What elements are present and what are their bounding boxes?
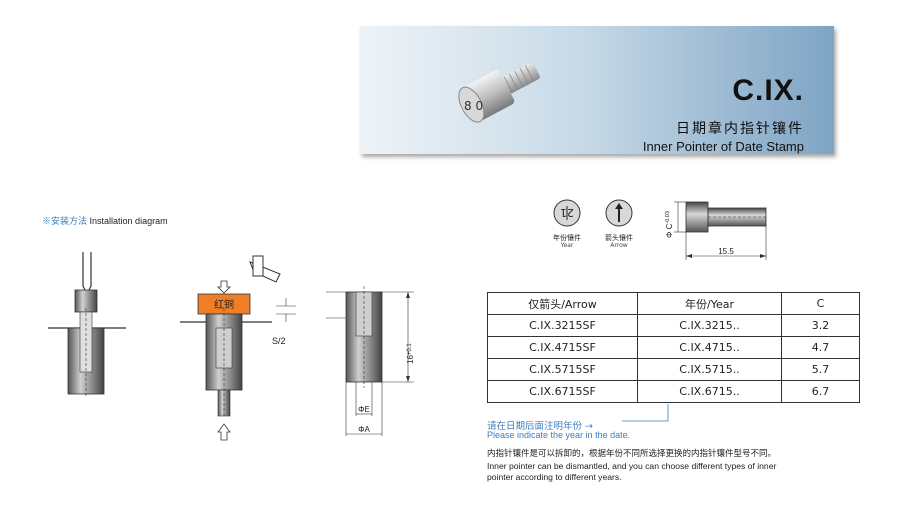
s2-label: S/2 (272, 336, 286, 346)
installation-label-en: Installation diagram (89, 216, 168, 226)
product-code: C.IX. (732, 74, 804, 107)
year-insert-label: 年份镶件 (553, 234, 581, 242)
cell-arrow-code: C.IX.5715SF (487, 358, 638, 381)
cell-year-code: C.IX.4715.. (637, 336, 782, 359)
installation-diagram: 红铜 S/2 16+0.1 ΦE ΦA (48, 252, 415, 441)
install-step-1 (48, 252, 126, 398)
cell-c-value: 4.7 (781, 336, 860, 359)
description-en-line-1: Inner pointer can be dismantled, and you… (487, 461, 777, 471)
year-insert-icon: 21 (553, 199, 581, 227)
header-banner: 8 0 C.IX. 日期章内指针镶件 Inner Pointer of Date… (360, 26, 834, 154)
spec-table: 仅箭头/Arrow 年份/Year C C.IX.3215SF C.IX.321… (487, 292, 860, 403)
cell-arrow-code: C.IX.6715SF (487, 380, 638, 403)
header-c: C (781, 292, 860, 315)
table-row: C.IX.3215SF C.IX.3215.. 3.2 (487, 314, 860, 337)
note-connector (622, 404, 669, 422)
cell-arrow-code: C.IX.4715SF (487, 336, 638, 359)
cell-year-code: C.IX.6715.. (637, 380, 782, 403)
table-row: C.IX.6715SF C.IX.6715.. 6.7 (487, 380, 860, 403)
installation-label: ※安装方法 Installation diagram (42, 214, 168, 227)
install-step-3: 16+0.1 ΦE ΦA (326, 286, 415, 436)
cell-arrow-code: C.IX.3215SF (487, 314, 638, 337)
year-note-en: Please indicate the year in the date. (487, 430, 631, 440)
table-header-row: 仅箭头/Arrow 年份/Year C (487, 292, 860, 315)
cell-c-value: 6.7 (781, 380, 860, 403)
product-title-en: Inner Pointer of Date Stamp (642, 139, 804, 154)
year-note-cn: 请在日期后面注明年份 → (487, 421, 593, 432)
table-row: C.IX.4715SF C.IX.4715.. 4.7 (487, 336, 860, 359)
dia-a-label: ΦA (358, 425, 370, 434)
stamp-digits: 8 0 (464, 99, 483, 113)
installation-label-cn: ※安装方法 (42, 216, 88, 226)
year-insert-label-en: Year (560, 242, 574, 249)
header-year: 年份/Year (637, 292, 782, 315)
description-en-line-2: pointer according to different years. (487, 472, 622, 482)
cell-c-value: 5.7 (781, 358, 860, 381)
arrow-insert-icon (605, 199, 633, 227)
header-arrow: 仅箭头/Arrow (487, 292, 638, 315)
dia-c-label: Φ C-0.03 (665, 211, 674, 238)
cell-year-code: C.IX.3215.. (637, 314, 782, 337)
product-title-cn: 日期章内指针镶件 (676, 121, 804, 137)
dimension-drawing: Φ C-0.03 15.5 (665, 201, 768, 260)
arrow-insert-label-en: Arrow (610, 242, 628, 249)
arrow-insert-label: 箭头镶件 (605, 234, 633, 242)
copper-label: 红铜 (214, 298, 234, 311)
install-step-2: 红铜 S/2 (180, 255, 296, 441)
description-cn: 内指针镶件是可以拆卸的，根据年份不同所选择更换的内指针镶件型号不同。 (487, 449, 777, 459)
product-photo: 8 0 (458, 62, 540, 123)
cell-c-value: 3.2 (781, 314, 860, 337)
cell-year-code: C.IX.5715.. (637, 358, 782, 381)
length-label: 15.5 (718, 247, 734, 256)
height-label: 16+0.1 (406, 343, 415, 364)
dia-e-label: ΦE (358, 405, 370, 414)
table-row: C.IX.5715SF C.IX.5715.. 5.7 (487, 358, 860, 381)
